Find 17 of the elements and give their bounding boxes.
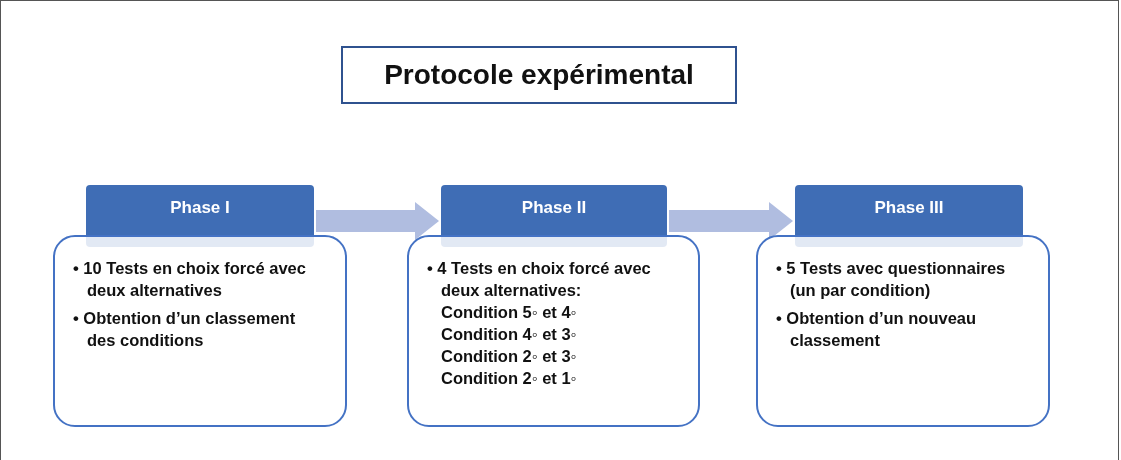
bullet-item: • 10 Tests en choix forcé avec deux alternatives xyxy=(73,258,307,301)
bullet-item: • 5 Tests avec questionnaires (un par condition) xyxy=(776,258,1007,301)
bullet-item: • Obtention d’un nouveau classement xyxy=(776,308,978,351)
phase-title: Phase I xyxy=(170,198,230,219)
block-arrow xyxy=(316,202,439,240)
condition-line: Condition 5◦ et 4◦ xyxy=(440,302,578,323)
condition-line: Condition 2◦ et 3◦ xyxy=(440,346,578,367)
phase-title: Phase III xyxy=(874,198,944,219)
title: Protocole expérimental xyxy=(341,46,737,104)
condition-line: Condition 4◦ et 3◦ xyxy=(440,324,578,345)
bullet-item: • Obtention d’un classement des conditions xyxy=(73,308,297,351)
phase-title: Phase II xyxy=(521,198,587,219)
bullet-item: • 4 Tests en choix forcé avec deux alternatives: xyxy=(427,258,652,301)
phase-card xyxy=(407,235,700,427)
phase-card xyxy=(53,235,347,427)
phase-card xyxy=(756,235,1050,427)
condition-line: Condition 2◦ et 1◦ xyxy=(440,368,578,389)
